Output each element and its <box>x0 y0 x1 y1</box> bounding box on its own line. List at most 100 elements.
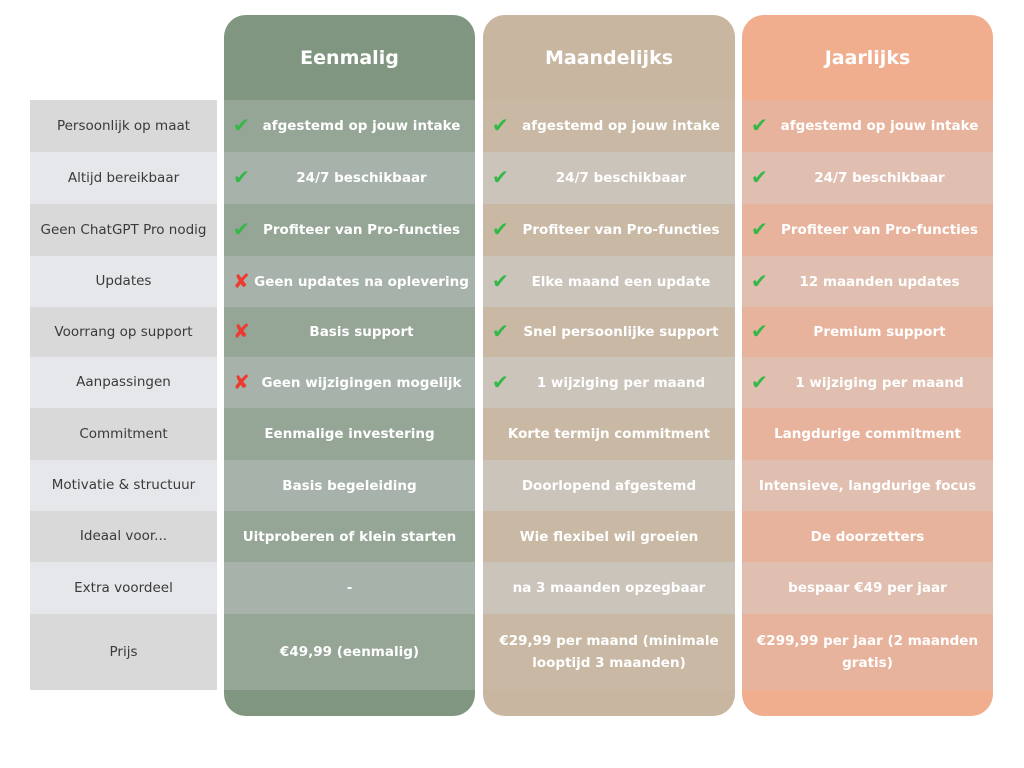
plan-cell-text: 1 wijziging per maand <box>795 374 964 391</box>
plan-cell: €49,99 (eenmalig) <box>224 614 475 690</box>
plan-cell-text: €29,99 per maand (minimale looptijd 3 ma… <box>499 633 719 671</box>
plan-cell: ✔ 1 wijziging per maand <box>483 357 735 408</box>
check-icon: ✔ <box>751 268 768 293</box>
plan-cell-text: Basis begeleiding <box>282 477 417 494</box>
row-label: Commitment <box>30 408 217 460</box>
plan-cell-text: Profiteer van Pro-functies <box>263 222 460 238</box>
plan-cell-text: Geen updates na oplevering <box>254 273 469 290</box>
plan-cell: ✔ afgestemd op jouw intake <box>483 100 735 152</box>
plan-column-eenmalig: Eenmalig ✔ afgestemd op jouw intake ✔ 24/7 … <box>224 15 475 716</box>
row-label: Extra voordeel <box>30 562 217 614</box>
plan-cell: ✔ Premium support <box>742 307 993 357</box>
plan-cell: ✔24/7 beschikbaar <box>742 152 993 204</box>
plan-cell: ✔ Profiteer van Pro-functies <box>483 204 735 256</box>
plan-cell: Doorlopend afgestemd <box>483 460 735 511</box>
plan-cell: Korte termijn commitment <box>483 408 735 460</box>
plan-title: Maandelijks <box>544 46 674 69</box>
plan-cell: €299,99 per jaar (2 maanden gratis) <box>742 614 993 690</box>
check-icon: ✔ <box>751 164 768 189</box>
plan-cell: Wie flexibel wil groeien <box>483 511 735 562</box>
plan-cell: De doorzetters <box>742 511 993 562</box>
row-label: Geen ChatGPT Pro nodig <box>30 204 217 256</box>
plan-cell-text: €299,99 per jaar (2 maanden gratis) <box>756 633 979 671</box>
check-icon: ✔ <box>751 369 768 394</box>
row-label: Persoonlijk op maat <box>30 100 217 152</box>
plan-cell-text: Premium support <box>813 324 946 340</box>
plan-cell: Eenmalige investering <box>224 408 475 460</box>
plan-cell-text: Doorlopend afgestemd <box>521 477 697 494</box>
check-icon: ✔ <box>233 112 250 137</box>
plan-cell: Uitproberen of klein starten <box>224 511 475 562</box>
check-icon: ✔ <box>751 318 768 343</box>
plan-cell: ✘ Basis support <box>224 307 475 357</box>
cross-icon: ✘ <box>233 268 250 293</box>
plan-title: Eenmalig <box>300 46 399 69</box>
plan-cell: ✔ Snel persoonlijke support <box>483 307 735 357</box>
plan-title: Jaarlijks <box>824 46 911 69</box>
plan-cell-text: Geen wijzigingen mogelijk <box>261 374 462 391</box>
plan-cell: ✔ Profiteer van Pro-functies <box>742 204 993 256</box>
plan-cell-text: afgestemd op jouw intake <box>262 118 461 134</box>
plan-cell: ✔ 24/7 beschikbaar <box>483 152 735 204</box>
plan-cell-text: Uitproberen of klein starten <box>242 528 457 545</box>
plan-cell: Basis begeleiding <box>224 460 475 511</box>
plan-cell-text: bespaar €49 per jaar <box>788 580 947 596</box>
plan-cell: na 3 maanden opzegbaar <box>483 562 735 614</box>
row-label: Motivatie & structuur <box>30 460 217 511</box>
plan-cell: ✔ Profiteer van Pro-functies <box>224 204 475 256</box>
plan-cell-text: Profiteer van Pro-functies <box>781 222 978 238</box>
check-icon: ✔ <box>492 268 509 293</box>
cross-icon: ✘ <box>233 318 250 343</box>
plan-cell-text: 1 wijziging per maand <box>536 374 706 391</box>
plan-cell: ✔ 24/7 beschikbaar <box>224 152 475 204</box>
row-label: Ideaal voor... <box>30 511 217 562</box>
plan-column-jaarlijks: Jaarlijks ✔ afgestemd op jouw intake ✔24/7… <box>742 15 993 716</box>
check-icon: ✔ <box>492 164 509 189</box>
row-label: Updates <box>30 256 217 307</box>
plan-cell-text: afgestemd op jouw intake <box>780 118 979 134</box>
row-label: Prijs <box>30 614 217 690</box>
plan-cell-text: Profiteer van Pro-functies <box>522 222 720 238</box>
plan-cell-text: 12 maanden updates <box>799 273 960 290</box>
plan-cell-text: Langdurige commitment <box>774 426 961 442</box>
check-icon: ✔ <box>233 164 250 189</box>
plan-cell: ✔ afgestemd op jouw intake <box>742 100 993 152</box>
check-icon: ✔ <box>233 216 250 241</box>
plan-cell-text: Wie flexibel wil groeien <box>519 528 699 545</box>
cross-icon: ✘ <box>233 369 250 394</box>
plan-cell: Langdurige commitment <box>742 408 993 460</box>
plan-cell: ✔ afgestemd op jouw intake <box>224 100 475 152</box>
check-icon: ✔ <box>492 216 509 241</box>
plan-cell-text: De doorzetters <box>810 528 925 545</box>
plan-cell-text: Basis support <box>309 324 414 340</box>
plan-cell-text: 24/7 beschikbaar <box>296 170 427 186</box>
check-icon: ✔ <box>751 216 768 241</box>
plan-cell: ✘Geen updates na oplevering <box>224 256 475 307</box>
plan-cell-text: Snel persoonlijke support <box>523 324 719 340</box>
plan-cell-text: Eenmalige investering <box>264 426 435 442</box>
plan-cell-text: 24/7 beschikbaar <box>555 170 687 186</box>
plan-cell-text: Korte termijn commitment <box>507 426 711 442</box>
plan-cell: ✔ 12 maanden updates <box>742 256 993 307</box>
plan-cell: ✔ 1 wijziging per maand <box>742 357 993 408</box>
plan-cell-text: €49,99 (eenmalig) <box>279 644 420 660</box>
plan-cell: Intensieve, langdurige focus <box>742 460 993 511</box>
row-label: Voorrang op support <box>30 307 217 357</box>
plan-cell-text: afgestemd op jouw intake <box>522 118 720 134</box>
plan-cell-text: Elke maand een update <box>531 273 711 290</box>
plan-column-maandelijks: Maandelijks ✔ afgestemd op jouw intake ✔ 24… <box>483 15 735 716</box>
plan-cell: ✔ Elke maand een update <box>483 256 735 307</box>
check-icon: ✔ <box>492 318 509 343</box>
plan-cell: - <box>224 562 475 614</box>
plan-cell: €29,99 per maand (minimale looptijd 3 ma… <box>483 614 735 690</box>
plan-cell-text: na 3 maanden opzegbaar <box>512 580 706 596</box>
check-icon: ✔ <box>751 112 768 137</box>
plan-cell-text: Intensieve, langdurige focus <box>758 477 977 494</box>
plan-cell: ✘ Geen wijzigingen mogelijk <box>224 357 475 408</box>
row-label: Altijd bereikbaar <box>30 152 217 204</box>
check-icon: ✔ <box>492 112 509 137</box>
row-label: Aanpassingen <box>30 357 217 408</box>
plan-cell-text: - <box>346 580 353 596</box>
plan-cell: bespaar €49 per jaar <box>742 562 993 614</box>
check-icon: ✔ <box>492 369 509 394</box>
